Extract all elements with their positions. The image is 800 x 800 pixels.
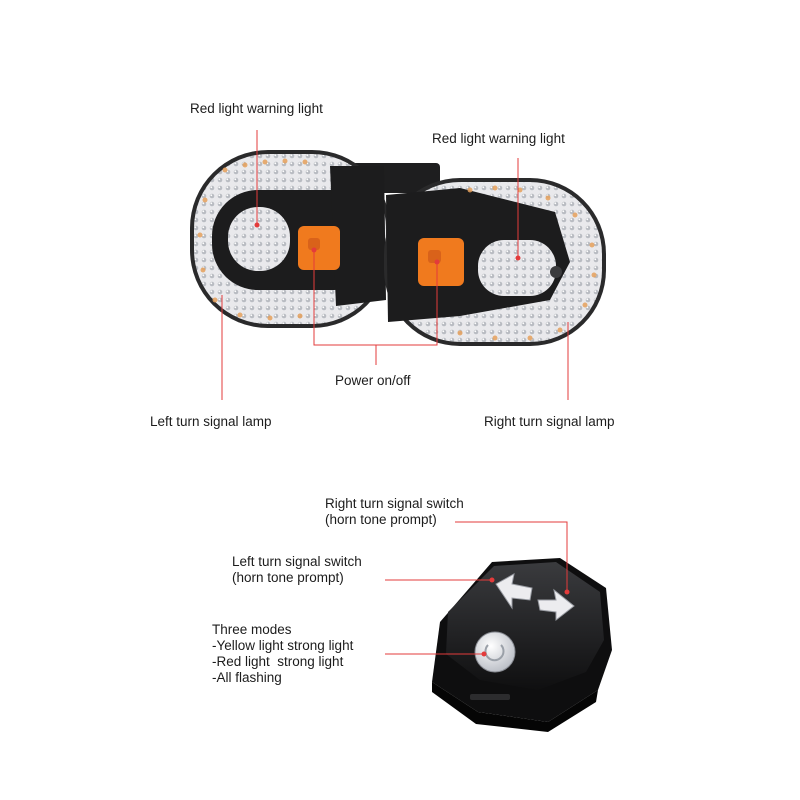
mode-red: -Red light strong light xyxy=(212,654,344,669)
right-power-button[interactable] xyxy=(418,238,464,286)
left-switch-label: Left turn signal switch (horn tone promp… xyxy=(232,554,362,586)
remote-callout-dots xyxy=(481,577,570,657)
right-turn-lamp-label: Right turn signal lamp xyxy=(484,414,615,429)
mode-button[interactable] xyxy=(474,631,516,673)
warning-light-label-right: Red light warning light xyxy=(432,131,565,146)
left-arrow-button[interactable] xyxy=(495,573,533,610)
lamp-callouts xyxy=(221,130,569,400)
right-switch-label: Right turn signal switch (horn tone prom… xyxy=(325,496,464,528)
mode-yellow: -Yellow light strong light xyxy=(212,638,354,653)
remote-control xyxy=(432,558,612,732)
right-lamp-housing xyxy=(384,178,606,346)
right-switch-title: Right turn signal switch xyxy=(325,496,464,511)
power-label: Power on/off xyxy=(335,373,411,388)
mode-flashing: -All flashing xyxy=(212,670,282,685)
remote-callouts xyxy=(385,521,568,655)
left-turn-lamp-label: Left turn signal lamp xyxy=(150,414,272,429)
modes-label: Three modes -Yellow light strong light -… xyxy=(212,622,353,686)
tail-lamp xyxy=(190,150,606,346)
lamp-callout-dots xyxy=(254,222,521,265)
right-switch-note: (horn tone prompt) xyxy=(325,512,437,527)
left-switch-note: (horn tone prompt) xyxy=(232,570,344,585)
modes-title: Three modes xyxy=(212,622,292,637)
right-arrow-button[interactable] xyxy=(537,588,575,622)
left-lamp-housing xyxy=(190,150,390,328)
warning-light-label-left: Red light warning light xyxy=(190,101,323,116)
left-switch-title: Left turn signal switch xyxy=(232,554,362,569)
